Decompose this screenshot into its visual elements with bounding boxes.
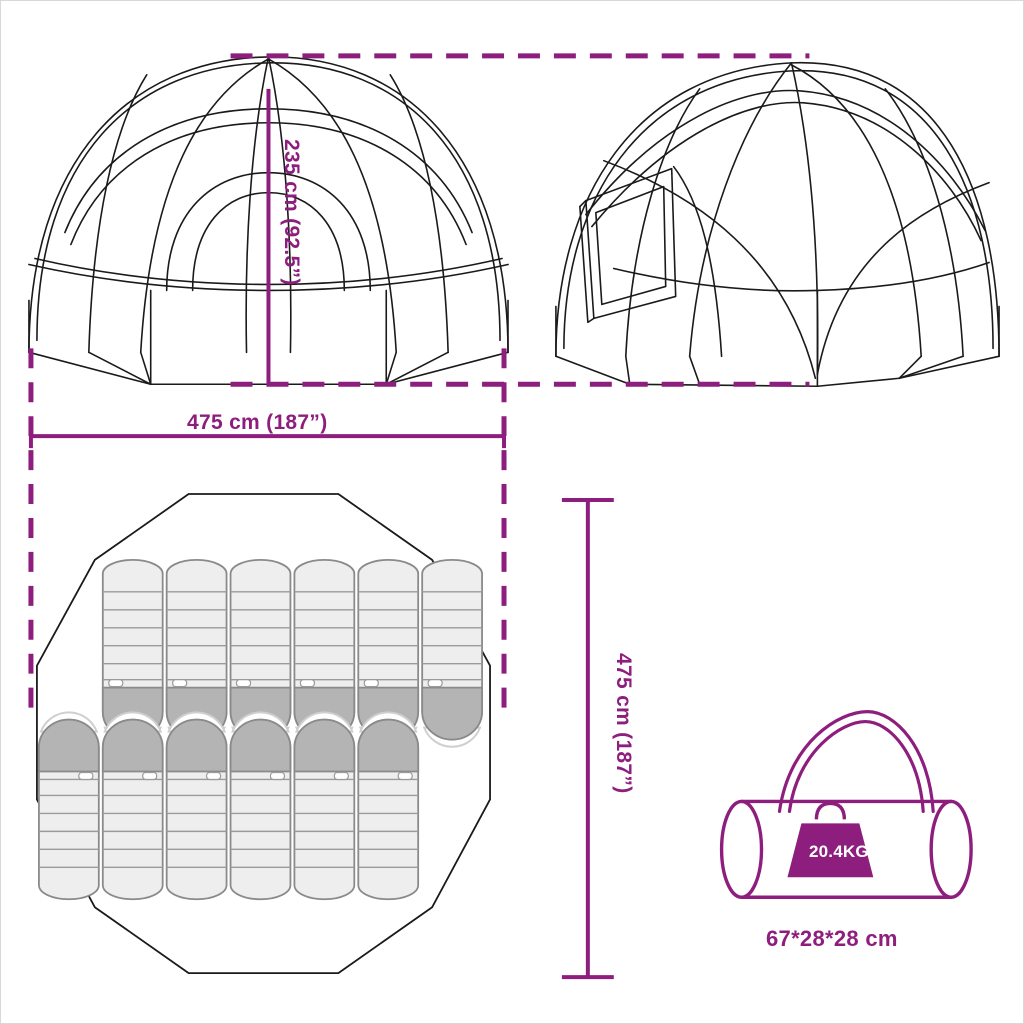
sleeping-bag (293, 711, 356, 901)
weight-icon (787, 801, 874, 878)
sleeping-bag-row-bottom (38, 711, 420, 901)
sleeping-bag (101, 711, 164, 901)
angled-view-artwork (555, 62, 1000, 388)
sleeping-bag (229, 711, 292, 901)
width-dimension-label: 475 cm (187”) (187, 411, 328, 434)
sleeping-bag (357, 711, 420, 901)
sleeping-bag (38, 711, 100, 901)
depth-dimension-label: 475 cm (187”) (612, 653, 635, 794)
height-dimension-label: 235 cm (92.5”) (280, 139, 303, 286)
weight-label: 20.4KG (809, 842, 869, 861)
sleeping-bag (421, 559, 483, 748)
sleeping-bag (165, 711, 228, 901)
dimension-lines (28, 53, 810, 980)
packed-size-label: 67*28*28 cm (766, 926, 898, 951)
sleeping-bag-row-top (101, 559, 483, 748)
carry-bag-artwork (719, 710, 973, 899)
floor-plan-artwork (36, 493, 491, 974)
